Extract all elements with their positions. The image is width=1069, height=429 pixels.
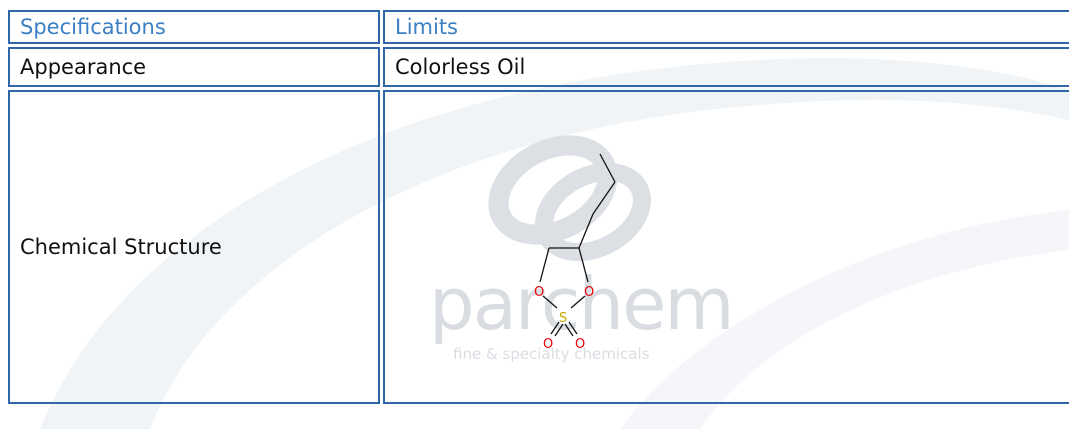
- atom-oxygen-left: O: [534, 285, 544, 300]
- chemical-structure-diagram: O O S O O: [534, 153, 616, 352]
- header-specifications: Specifications: [8, 10, 380, 44]
- limit-appearance: Colorless Oil: [383, 47, 1069, 87]
- table-header-row: Specifications Limits: [8, 10, 1069, 44]
- header-limits: Limits: [383, 10, 1069, 44]
- table-row: Appearance Colorless Oil: [8, 47, 1069, 87]
- atom-oxygen-right: O: [584, 285, 594, 300]
- table-row: Chemical Structure parchem fine & specia…: [8, 90, 1069, 404]
- atom-oxygen-bottom-right: O: [575, 337, 585, 352]
- spec-chemical-structure: Chemical Structure: [8, 90, 380, 404]
- spec-appearance: Appearance: [8, 47, 380, 87]
- atom-oxygen-bottom-left: O: [543, 337, 553, 352]
- specifications-table: Specifications Limits Appearance Colorle…: [5, 7, 1069, 407]
- atom-sulfur: S: [559, 311, 567, 326]
- limit-chemical-structure: parchem fine & specialty chemicals: [383, 90, 1069, 404]
